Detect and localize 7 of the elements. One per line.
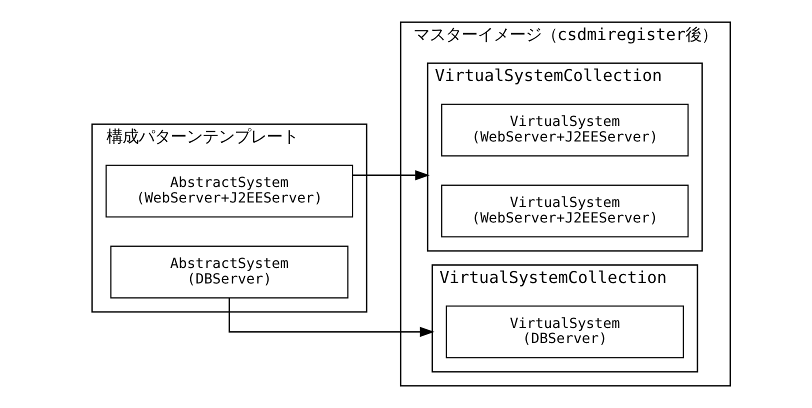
node-box: AbstractSystem (DBServer) [110, 246, 348, 298]
arrow [352, 170, 430, 180]
node-box: VirtualSystem (DBServer) [445, 305, 684, 358]
node-box: AbstractSystem (WebServer+J2EEServer) [105, 164, 353, 218]
arrow [228, 298, 434, 337]
node-box: VirtualSystem (WebServer+J2EEServer) [440, 104, 688, 156]
node-box: VirtualSystem (WebServer+J2EEServer) [440, 184, 688, 238]
